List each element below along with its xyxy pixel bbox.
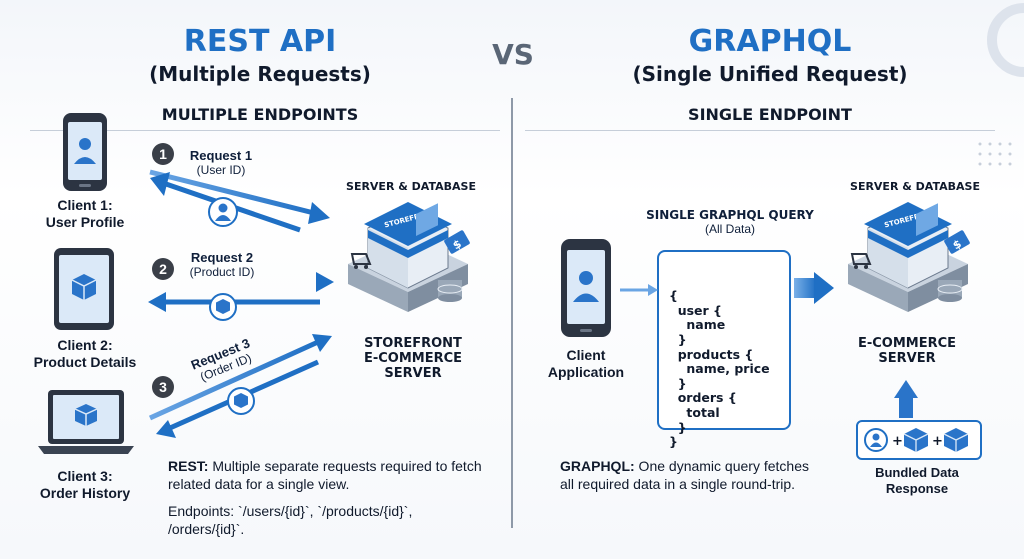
graphql-server-name-line2: SERVER	[878, 351, 936, 366]
request-2-arrowhead	[316, 272, 334, 292]
graphql-note-text: One dynamic query fetches all required d…	[560, 458, 809, 492]
query-line: total	[669, 404, 720, 420]
query-line: }	[669, 375, 687, 391]
graphql-section-underline	[525, 130, 995, 131]
graphql-server-caption: SERVER & DATABASE	[850, 180, 980, 193]
query-line: }	[669, 331, 687, 347]
query-line: products {	[669, 346, 754, 362]
decorative-arc	[987, 3, 1024, 77]
center-divider	[511, 98, 513, 528]
response-1-arrowhead	[150, 172, 170, 196]
client-to-query-arrowhead	[648, 284, 658, 296]
rest-endpoints: Endpoints: `/users/{id}`, `/products/{id…	[168, 503, 413, 537]
graphql-title: GRAPHQL	[688, 24, 852, 59]
graphql-query-lines: { user { name } products { name, price }…	[669, 289, 779, 450]
bundled-data-label: Bundled Data Response	[852, 465, 982, 497]
laptop-icon	[38, 390, 134, 454]
rest-server-name-line2: E-COMMERCE	[363, 351, 463, 366]
rest-note: REST: Multiple separate requests require…	[168, 457, 488, 493]
graphql-note-label: GRAPHQL:	[560, 458, 635, 474]
client-1-label-line1: Client 1:	[57, 197, 113, 213]
client-2-label: Client 2: Product Details	[15, 337, 155, 371]
graphql-storefront-server-icon: STOREFRONT $	[848, 202, 970, 312]
order-data-badge-icon	[227, 387, 255, 415]
query-line: name, price	[669, 361, 770, 377]
request-2-title: Request 2	[190, 250, 254, 265]
request-1-title: Request 1	[189, 148, 253, 163]
rest-storefront-server-icon: STOREFRONT $	[348, 202, 470, 312]
decorative-dots	[978, 142, 1012, 166]
graphql-subtitle: (Single Unified Request)	[632, 62, 908, 86]
rest-title: REST API	[183, 24, 337, 59]
user-data-badge-icon	[208, 197, 238, 227]
rest-section-underline	[30, 130, 500, 131]
rest-server-name-line3: SERVER	[384, 366, 442, 381]
graphql-server-name: E-COMMERCE SERVER	[842, 336, 972, 366]
request-3-number: 3	[152, 376, 174, 398]
request-2-number: 2	[152, 258, 174, 280]
response-up-arrow	[899, 396, 913, 418]
query-to-server-arrow	[794, 278, 816, 298]
client-3-label-line2: Order History	[39, 485, 131, 501]
client-1-label-line2: User Profile	[45, 214, 125, 230]
graphql-arrows	[620, 272, 918, 418]
request-2-label: Request 2 (Product ID)	[172, 250, 272, 279]
request-1-arrowhead	[308, 202, 330, 224]
svg-text:+: +	[932, 434, 943, 449]
svg-text:+: +	[892, 434, 903, 449]
client-application-phone-icon	[561, 239, 611, 337]
bundled-data-line2: Response	[885, 481, 949, 496]
query-title: SINGLE GRAPHQL QUERY	[646, 208, 814, 222]
client-2-label-line2: Product Details	[33, 354, 137, 370]
request-3-arrow	[148, 339, 320, 421]
client-3-label: Client 3: Order History	[20, 468, 150, 502]
request-1-sub: (User ID)	[196, 163, 246, 177]
graphql-query-box: { user { name } products { name, price }…	[657, 250, 791, 449]
query-to-server-arrowhead	[814, 272, 834, 304]
request-1-number: 1	[152, 143, 174, 165]
client-1-label: Client 1: User Profile	[20, 197, 150, 231]
vs-label: VS	[492, 38, 534, 71]
response-up-arrowhead	[894, 380, 918, 398]
request-3-arrowhead	[312, 334, 332, 352]
query-line: }	[669, 419, 687, 435]
query-line: name	[669, 317, 726, 333]
query-title-block: SINGLE GRAPHQL QUERY (All Data)	[630, 208, 830, 236]
phone-icon	[63, 113, 107, 191]
query-line: orders {	[669, 390, 737, 406]
graphql-note: GRAPHQL: One dynamic query fetches all r…	[560, 457, 810, 493]
client-application-line1: Client	[566, 347, 606, 363]
query-line: user {	[669, 302, 722, 318]
request-1-label: Request 1 (User ID)	[176, 148, 266, 177]
product-data-badge-icon	[209, 293, 237, 321]
bundled-data-line1: Bundled Data	[875, 465, 959, 480]
rest-subtitle: (Multiple Requests)	[149, 62, 371, 86]
bundled-data-icons: + +	[864, 428, 969, 452]
response-3-arrowhead	[156, 420, 176, 438]
rest-note-text: Multiple separate requests required to f…	[168, 458, 482, 492]
query-line: }	[669, 434, 678, 450]
graphql-section-header: SINGLE ENDPOINT	[688, 105, 852, 124]
tablet-icon	[54, 248, 114, 330]
client-application-label: Client Application	[528, 347, 644, 381]
rest-server-name-line1: STOREFRONT	[364, 336, 462, 351]
response-2-arrowhead	[148, 292, 166, 312]
rest-section-header: MULTIPLE ENDPOINTS	[161, 105, 359, 124]
request-1-arrow	[149, 169, 319, 217]
client-application-line2: Application	[547, 364, 625, 380]
query-line: {	[669, 288, 678, 304]
rest-server-caption: SERVER & DATABASE	[346, 180, 476, 193]
bundled-data-badge: + +	[856, 420, 982, 460]
rest-server-name: STOREFRONT E-COMMERCE SERVER	[348, 336, 478, 381]
query-subtitle: (All Data)	[704, 222, 755, 236]
request-2-sub: (Product ID)	[189, 265, 255, 279]
rest-note-label: REST:	[168, 458, 209, 474]
client-2-label-line1: Client 2:	[57, 337, 113, 353]
graphql-server-name-line1: E-COMMERCE	[857, 336, 957, 351]
client-3-label-line1: Client 3:	[57, 468, 113, 484]
